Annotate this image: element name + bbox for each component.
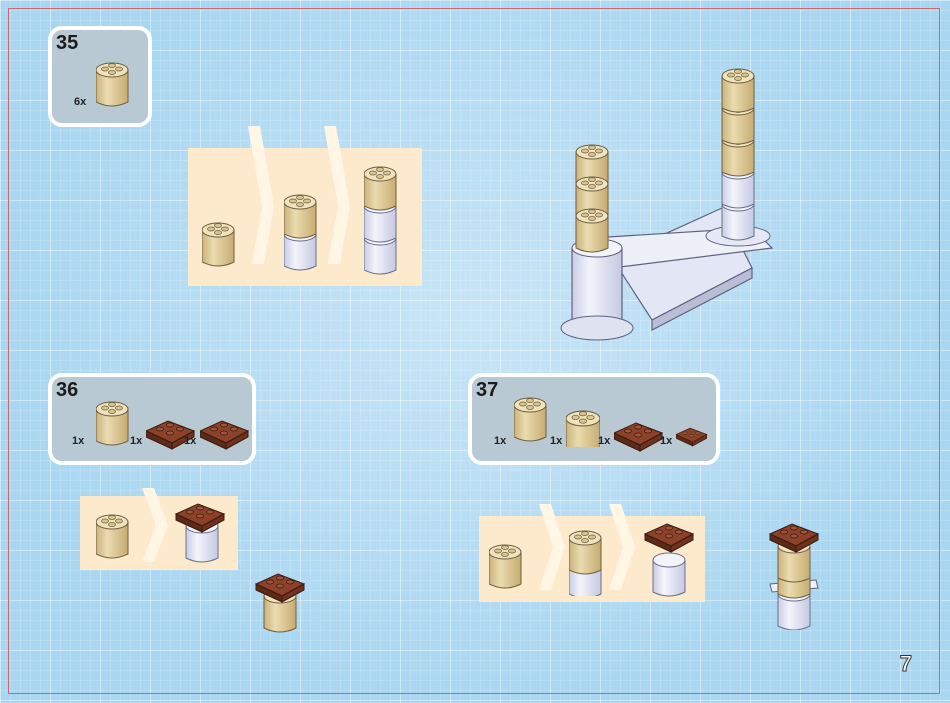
step-arrow-icon	[248, 126, 278, 264]
tan-round-brick-icon	[96, 60, 130, 112]
step-number: 37	[476, 379, 498, 402]
stacked-brick-icon	[569, 528, 603, 596]
part-quantity: 1x	[550, 435, 562, 447]
brown-small-plate-icon	[676, 425, 708, 449]
part-quantity: 1x	[494, 435, 506, 447]
step-number: 35	[56, 32, 78, 55]
parts-callout-step-37: 37 1x 1x 1x 1x	[468, 373, 720, 465]
step-number: 36	[56, 379, 78, 402]
stacked-brick-icon	[174, 502, 230, 568]
step-arrow-icon	[324, 126, 354, 264]
part-quantity: 1x	[598, 435, 610, 447]
stacked-brick-icon	[364, 164, 398, 280]
tan-round-brick-icon	[96, 399, 130, 451]
sub-assembly-panel-step-36	[80, 496, 238, 570]
parts-callout-step-36: 36 1x 1x 1x	[48, 373, 256, 465]
main-model-illustration	[552, 58, 792, 350]
tan-round-brick-icon	[96, 512, 130, 564]
stacked-brick-icon	[284, 192, 318, 276]
part-quantity: 1x	[72, 435, 84, 447]
part-quantity: 1x	[660, 435, 672, 447]
tan-round-brick-icon	[566, 407, 600, 447]
brown-corner-plate-icon	[614, 421, 664, 453]
sub-assembly-result-step-36	[252, 572, 312, 636]
part-quantity: 1x	[130, 435, 142, 447]
tan-round-brick-icon	[514, 395, 548, 447]
tan-round-brick-icon	[202, 220, 236, 272]
tan-round-brick-icon	[489, 542, 523, 594]
step-arrow-icon	[609, 504, 639, 590]
sub-assembly-result-step-37	[764, 522, 824, 630]
part-quantity: 1x	[184, 435, 196, 447]
brown-plate-icon	[200, 419, 250, 451]
page-number: 7	[900, 651, 912, 677]
parts-callout-step-35: 35 6x	[48, 26, 152, 127]
sub-assembly-panel-step-37	[479, 516, 705, 602]
part-quantity: 6x	[74, 96, 86, 108]
sub-assembly-panel-step-35	[188, 148, 422, 286]
stacked-brick-icon	[641, 522, 697, 598]
step-arrow-icon	[142, 488, 172, 562]
step-arrow-icon	[539, 504, 569, 590]
